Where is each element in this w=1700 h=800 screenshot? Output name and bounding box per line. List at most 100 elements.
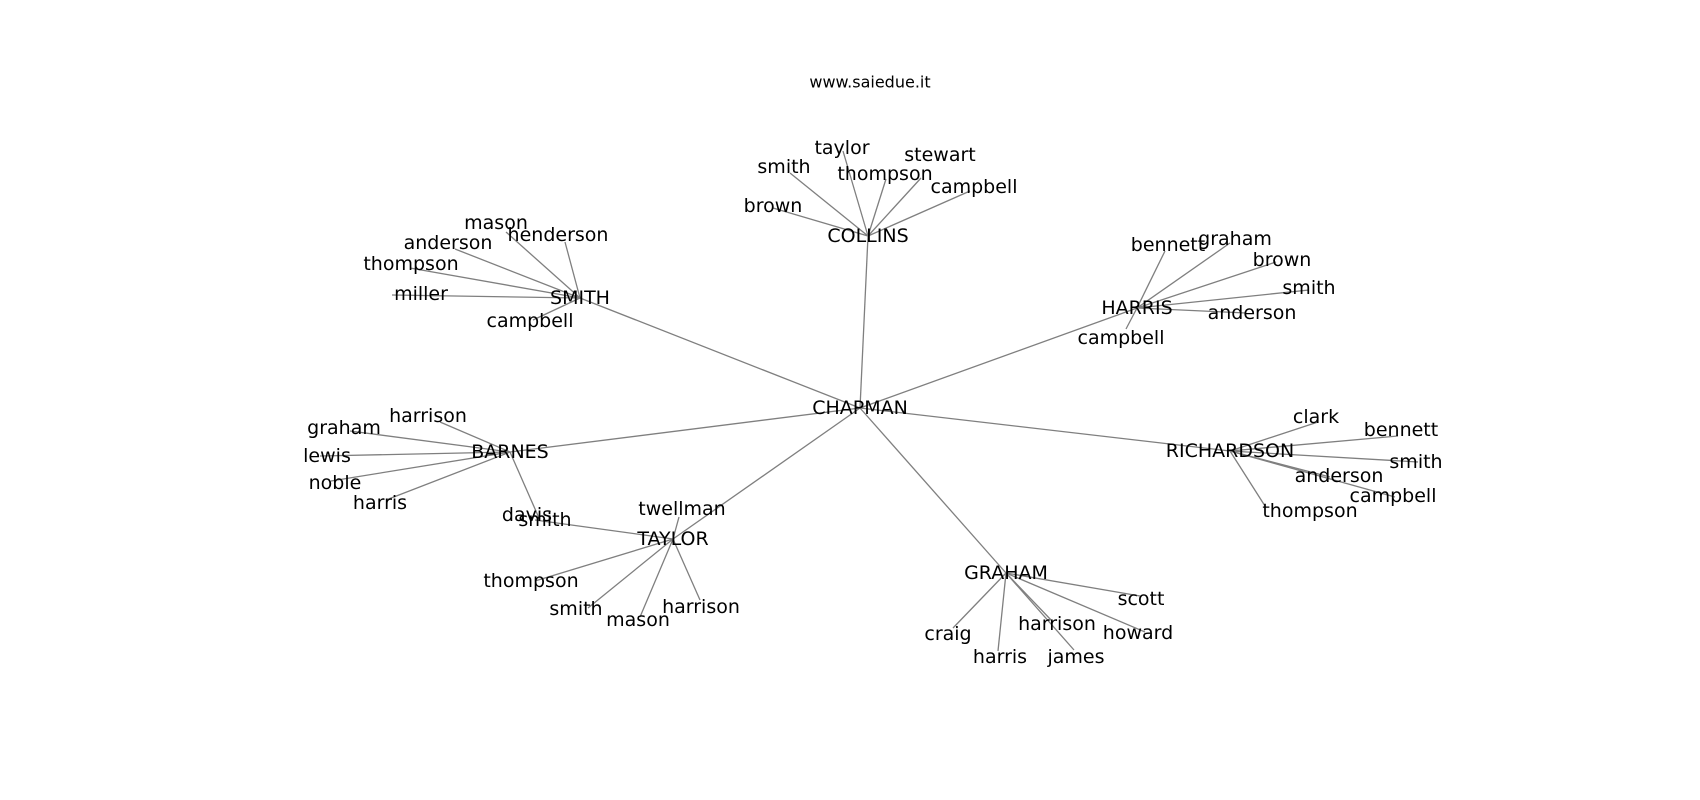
edge-richardson-smith: [1229, 450, 1419, 463]
leaf-node-stewart: stewart: [904, 144, 975, 166]
leaf-node-anderson: anderson: [404, 232, 493, 254]
leaf-node-twellman: twellman: [638, 498, 725, 520]
leaf-node-smith: smith: [1282, 277, 1335, 299]
label-layer: CHAPMANCOLLINStaylorsmithstewartthompson…: [303, 137, 1442, 668]
leaf-node-thompson: thompson: [1262, 500, 1357, 522]
leaf-node-harrison: harrison: [662, 596, 740, 618]
edge-root-graham: [859, 407, 1007, 574]
leaf-node-smith: smith: [1389, 451, 1442, 473]
leaf-node-lewis: lewis: [303, 445, 351, 467]
leaf-node-anderson: anderson: [1295, 465, 1384, 487]
edge-root-smith: [579, 297, 861, 409]
edge-richardson-thompson: [1229, 450, 1266, 507]
leaf-node-campbell: campbell: [1350, 485, 1437, 507]
edge-richardson-bennett: [1229, 435, 1399, 452]
leaf-node-anderson: anderson: [1208, 302, 1297, 324]
leaf-node-harris: harris: [353, 492, 407, 514]
edge-graham-harris: [997, 572, 1007, 652]
edge-harris-graham: [1136, 242, 1231, 309]
leaf-node-harrison: harrison: [389, 405, 467, 427]
edge-collins-thompson: [867, 178, 887, 237]
leaf-node-mason: mason: [606, 609, 670, 631]
leaf-node-noble: noble: [309, 472, 362, 494]
edge-root-harris: [859, 307, 1138, 409]
edge-root-taylor: [672, 407, 861, 540]
edge-collins-stewart: [867, 177, 922, 237]
leaf-node-james: james: [1046, 646, 1104, 668]
leaf-node-mason: mason: [464, 212, 528, 234]
leaf-node-smith: smith: [757, 156, 810, 178]
edge-taylor-twellman: [672, 516, 680, 540]
root-node-label: CHAPMAN: [812, 397, 908, 419]
edge-collins-campbell: [867, 190, 971, 237]
hub-node-richardson: RICHARDSON: [1166, 440, 1294, 462]
leaf-node-smith: smith: [549, 598, 602, 620]
edge-smith-miller: [391, 294, 581, 299]
hub-node-barnes: BARNES: [471, 441, 549, 463]
edge-harris-smith: [1136, 289, 1310, 309]
hub-node-collins: COLLINS: [827, 225, 908, 247]
edge-graham-james: [1005, 572, 1075, 651]
leaf-node-graham: graham: [307, 417, 381, 439]
leaf-node-campbell: campbell: [1078, 327, 1165, 349]
edge-richardson-campbell: [1229, 450, 1396, 498]
edge-harris-campbell: [1125, 307, 1138, 330]
leaf-node-brown: brown: [1253, 249, 1312, 271]
edge-layer: [319, 150, 1419, 652]
edge-graham-craig: [952, 572, 1007, 629]
edge-barnes-harrison: [439, 421, 511, 453]
hub-node-smith: SMITH: [550, 287, 610, 309]
leaf-node-miller: miller: [394, 283, 448, 305]
edge-smith-henderson: [564, 241, 581, 299]
edge-taylor-thompson: [534, 538, 674, 582]
hub-node-taylor: TAYLOR: [636, 528, 708, 550]
edge-harris-brown: [1136, 261, 1277, 309]
edge-smith-campbell: [532, 297, 581, 321]
edge-collins-brown: [772, 207, 869, 237]
leaf-node-thompson: thompson: [483, 570, 578, 592]
leaf-node-davis: davis: [502, 504, 552, 526]
edge-root-richardson: [859, 407, 1231, 452]
edge-smith-thompson: [409, 267, 581, 299]
leaf-node-brown: brown: [744, 195, 803, 217]
edge-root-barnes: [509, 407, 861, 453]
leaf-node-harris: harris: [973, 646, 1027, 668]
edge-graham-howard: [1005, 572, 1146, 633]
leaf-node-smith: smith: [518, 509, 571, 531]
hub-node-harris: HARRIS: [1101, 297, 1172, 319]
edge-smith-mason: [505, 231, 581, 299]
leaf-node-campbell: campbell: [487, 310, 574, 332]
edge-harris-bennett: [1136, 250, 1166, 309]
edge-collins-taylor: [842, 150, 869, 237]
leaf-node-craig: craig: [924, 623, 971, 645]
leaf-node-harrison: harrison: [1018, 613, 1096, 635]
edge-barnes-noble: [330, 451, 511, 482]
leaf-node-bennett: bennett: [1364, 419, 1438, 441]
edge-harris-anderson: [1136, 307, 1247, 314]
edge-taylor-smith: [587, 538, 674, 609]
edge-root-collins: [859, 235, 869, 409]
edge-richardson-clark: [1229, 421, 1319, 452]
edge-taylor-harrison: [672, 538, 701, 601]
edge-barnes-lewis: [319, 451, 511, 457]
edge-collins-smith: [789, 172, 869, 237]
edge-smith-anderson: [454, 248, 581, 299]
leaf-node-thompson: thompson: [363, 253, 458, 275]
leaf-node-henderson: henderson: [508, 224, 609, 246]
leaf-node-thompson: thompson: [837, 163, 932, 185]
site-watermark: www.saiedue.it: [809, 73, 930, 92]
edge-barnes-harris: [385, 451, 511, 501]
leaf-node-campbell: campbell: [931, 176, 1018, 198]
hub-node-graham: GRAHAM: [964, 562, 1048, 584]
leaf-node-bennett: bennett: [1131, 234, 1205, 256]
leaf-node-scott: scott: [1118, 588, 1165, 610]
edge-taylor-smith: [534, 519, 674, 540]
edge-barnes-graham: [349, 430, 511, 453]
edge-taylor-mason: [639, 538, 674, 618]
leaf-node-graham: graham: [1198, 228, 1272, 250]
leaf-node-taylor: taylor: [814, 137, 869, 159]
edge-barnes-davis: [509, 451, 540, 519]
edge-graham-scott: [1005, 572, 1141, 597]
leaf-node-howard: howard: [1103, 622, 1173, 644]
